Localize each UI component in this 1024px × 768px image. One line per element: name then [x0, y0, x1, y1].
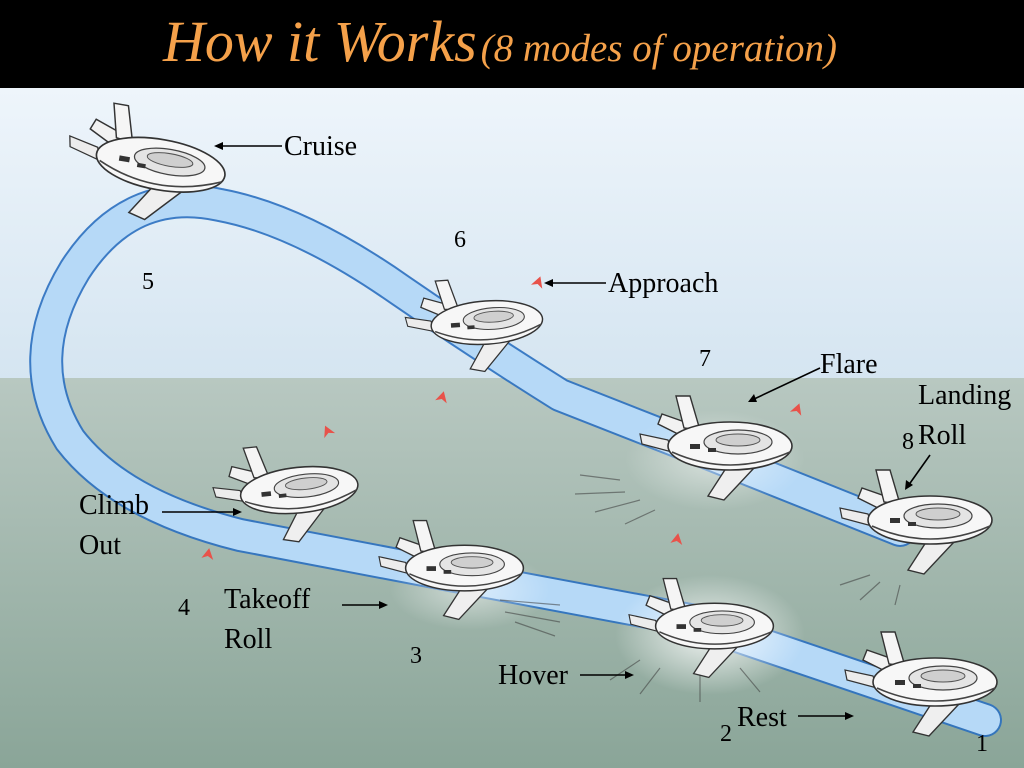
label-flare: Flare	[820, 349, 878, 380]
mode-number-7: 7	[699, 346, 711, 372]
mode-number-3: 3	[410, 643, 422, 669]
label-cruise: Cruise	[284, 131, 358, 162]
title-subtitle: (8 modes of operation)	[480, 27, 838, 70]
mode-number-1: 1	[976, 731, 988, 757]
label-approach: Approach	[608, 268, 719, 299]
mode-number-2: 2	[720, 721, 732, 747]
wake-streaks	[499, 474, 901, 702]
label-climb-line1: Climb	[79, 490, 150, 521]
arrowheads	[214, 142, 913, 720]
label-hover: Hover	[498, 660, 568, 691]
mode-number-8: 8	[902, 429, 914, 455]
label-arrows	[162, 145, 931, 717]
mode-number-6: 6	[454, 227, 466, 253]
slide-title: How it Works (8 modes of operation)	[0, 8, 1000, 75]
label-climb-line2: Out	[79, 530, 121, 561]
label-landing-line2: Roll	[918, 420, 967, 451]
title-main: How it Works	[162, 9, 477, 74]
label-rest: Rest	[737, 702, 787, 733]
label-takeoff-line1: Takeoff	[224, 584, 311, 615]
title-bar	[0, 0, 1024, 88]
mode-number-4: 4	[178, 595, 190, 621]
mode-number-5: 5	[142, 269, 154, 295]
label-takeoff-line2: Roll	[224, 624, 273, 655]
label-landing-line1: Landing	[918, 380, 1012, 411]
